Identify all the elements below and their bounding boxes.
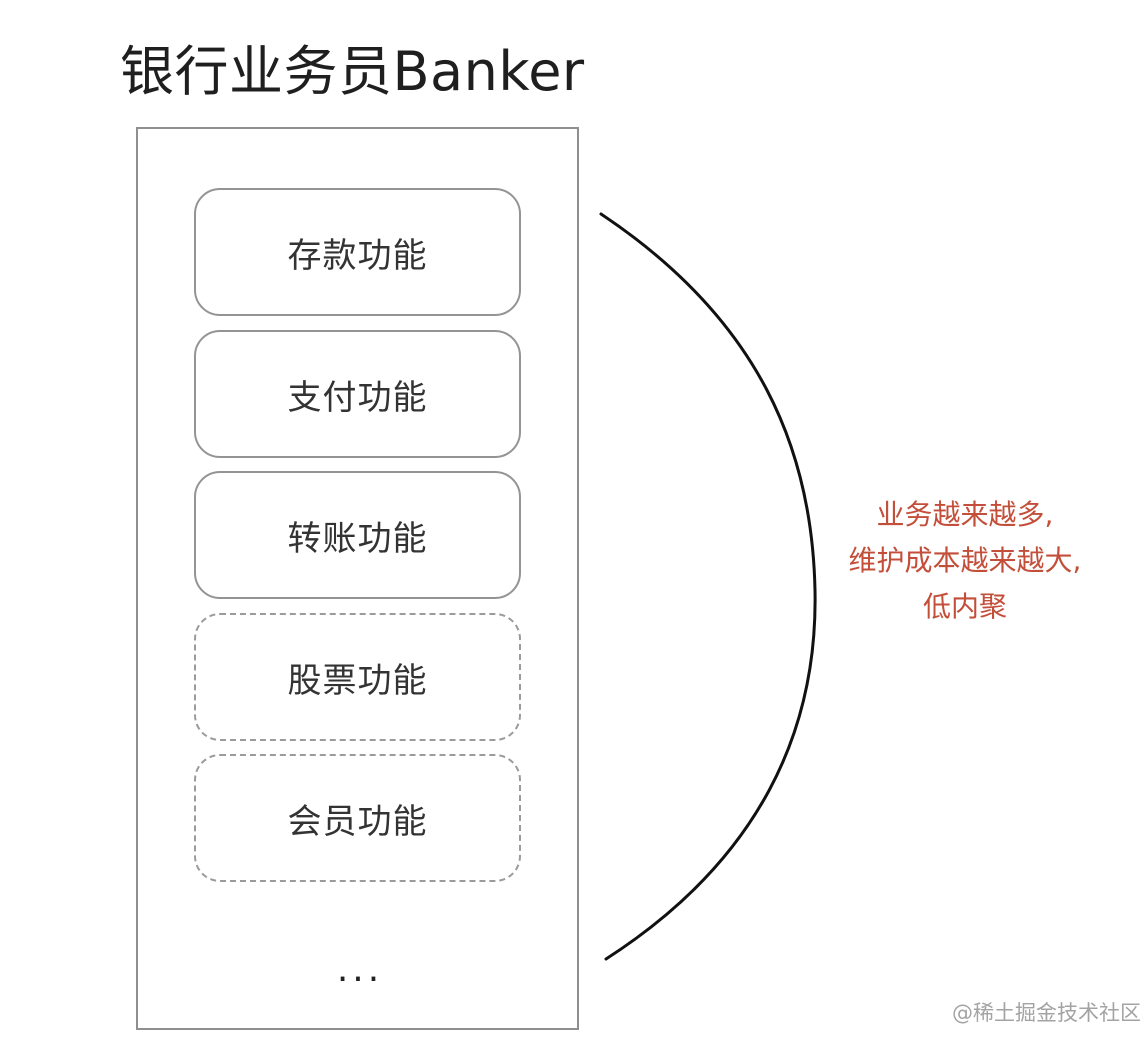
more-modules-ellipsis: ... [336,949,384,990]
diagram-title: 银行业务员Banker [120,40,585,103]
module-member: 会员功能 [194,754,521,882]
module-member-label: 会员功能 [287,801,428,842]
module-transfer-label: 转账功能 [287,518,428,559]
banker-container [136,127,579,1030]
cohesion-note: 业务越来越多, 维护成本越来越大, 低内聚 [840,492,1090,630]
cohesion-note-line-3: 低内聚 [922,590,1007,623]
module-stock-label: 股票功能 [287,660,428,701]
watermark: @稀土掘金技术社区 [952,1001,1141,1025]
cohesion-note-line-1: 业务越来越多, [876,498,1054,531]
module-payment: 支付功能 [194,330,521,458]
cohesion-note-line-2: 维护成本越来越大, [848,544,1082,577]
module-payment-label: 支付功能 [287,377,428,418]
module-stock: 股票功能 [194,613,521,741]
module-deposit: 存款功能 [194,188,521,316]
module-transfer: 转账功能 [194,471,521,599]
module-deposit-label: 存款功能 [287,235,428,276]
